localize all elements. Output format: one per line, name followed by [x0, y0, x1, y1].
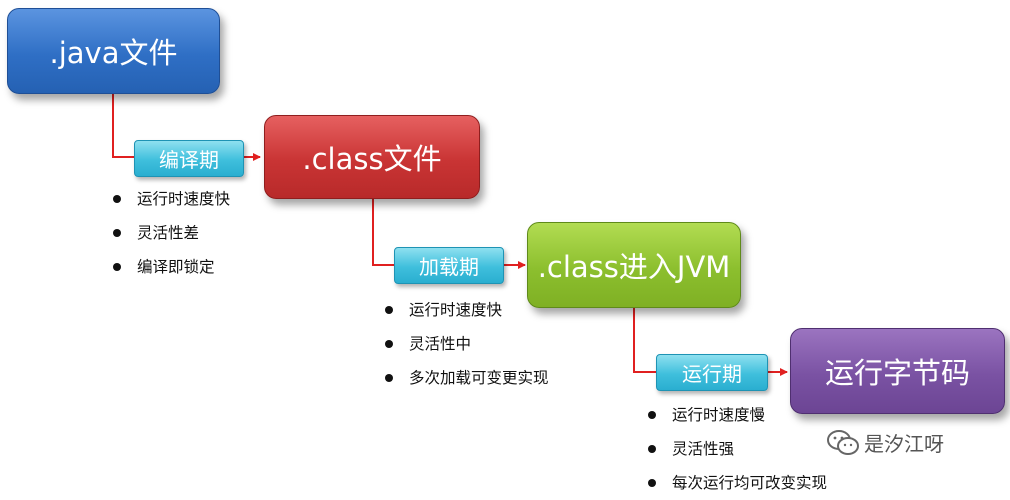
phase-label-load-text: 加载期 — [419, 255, 479, 279]
phase-label-compile: 编译期 — [134, 140, 244, 177]
watermark: 是汐江呀 — [826, 428, 944, 457]
stage-java-file-title: .java文件 — [49, 36, 178, 70]
diagram-canvas: .java文件 .class文件 .class进入JVM 运行字节码 编译期 加… — [7, 8, 1005, 492]
load-bullet-list: 运行时速度快 灵活性中 多次加载可变更实现 — [383, 293, 549, 395]
stage-class-into-jvm-title: .class进入JVM — [537, 250, 731, 284]
list-item: 运行时速度慢 — [646, 398, 827, 432]
wechat-icon — [827, 429, 859, 455]
compile-bullet-list: 运行时速度快 灵活性差 编译即锁定 — [111, 182, 230, 284]
phase-label-compile-text: 编译期 — [159, 148, 219, 172]
stage-run-bytecode: 运行字节码 — [790, 328, 1005, 414]
stage-run-bytecode-title: 运行字节码 — [824, 356, 970, 390]
stage-class-file-title: .class文件 — [302, 142, 442, 176]
stage-class-into-jvm: .class进入JVM — [527, 222, 741, 308]
phase-label-runtime-text: 运行期 — [682, 362, 742, 386]
list-item: 灵活性中 — [383, 327, 549, 361]
phase-label-load: 加载期 — [394, 247, 504, 284]
stage-class-file: .class文件 — [264, 115, 480, 199]
list-item: 运行时速度快 — [111, 182, 230, 216]
list-item: 多次加载可变更实现 — [383, 361, 549, 395]
runtime-bullet-list: 运行时速度慢 灵活性强 每次运行均可改变实现 — [646, 398, 827, 500]
list-item: 灵活性强 — [646, 432, 827, 466]
watermark-text: 是汐江呀 — [864, 432, 944, 456]
phase-label-runtime: 运行期 — [656, 354, 768, 391]
stage-java-file: .java文件 — [7, 8, 220, 94]
list-item: 每次运行均可改变实现 — [646, 466, 827, 500]
list-item: 编译即锁定 — [111, 250, 230, 284]
list-item: 运行时速度快 — [383, 293, 549, 327]
list-item: 灵活性差 — [111, 216, 230, 250]
